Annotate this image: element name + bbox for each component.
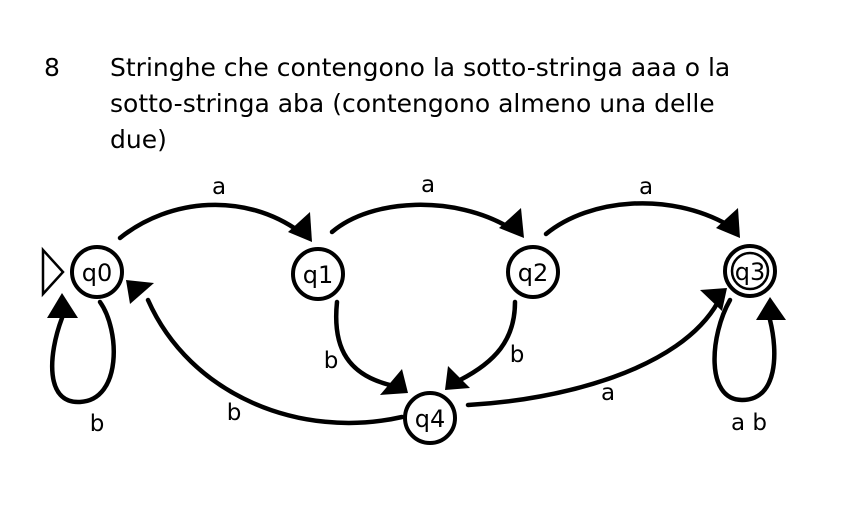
arrowhead-q1-q4 [380,369,408,395]
slide-title: Stringhe che contengono la sotto-stringa… [110,50,800,158]
arrowhead-q1-q2 [499,208,524,238]
initial-state-marker [41,246,65,298]
state-q3: q3 [723,244,777,298]
edge-label-q0-q0: b [90,411,105,437]
arrowhead-q4-q3 [700,288,727,311]
edge-label-q1-q4: b [324,348,339,374]
edge-q4-q3 [465,299,721,408]
edge-label-q2-q3: a [639,174,653,200]
slide-title-line-3: due) [110,125,167,154]
arrowhead-q4-q0 [126,280,154,304]
edge-label-q1-q2: a [421,172,435,198]
state-q3-inner-circle [730,251,770,291]
edge-label-q4-q3: a [601,380,615,406]
state-q0-label: q0 [82,259,113,287]
arrowhead-q0-q1 [288,212,312,242]
edge-q0-q0 [49,299,116,405]
edge-q2-q4 [457,299,518,383]
edge-q0-q1 [117,202,303,241]
edge-q1-q4 [333,299,393,388]
edge-label-q2-q4: b [510,342,525,368]
slide-number: 8 [44,53,60,82]
arrowhead-q2-q4 [445,366,470,390]
edge-q4-q0 [145,297,405,426]
state-q4-label: q4 [415,405,446,433]
state-q1-label: q1 [303,261,334,289]
state-q2-label: q2 [518,259,549,287]
state-q2: q2 [506,245,560,299]
edge-q3-q3 [712,297,777,403]
state-q1: q1 [291,247,345,301]
edge-label-q3-q3: a b [731,410,767,436]
arrowhead-q2-q3 [716,208,740,238]
edge-label-q0-q1: a [212,174,226,200]
state-q0: q0 [70,245,124,299]
edge-label-q4-q0: b [227,400,242,426]
state-q2-circle [506,245,560,299]
slide-title-line-1: Stringhe che contengono la sotto-stringa… [110,53,731,82]
state-q3-label: q3 [735,258,766,286]
edge-q2-q3 [543,201,731,237]
edge-q1-q2 [329,202,513,235]
state-q0-circle [70,245,124,299]
arrowhead-q3-q3 [756,297,786,320]
state-q4: q4 [403,391,457,445]
state-q1-circle [291,247,345,301]
slide-title-line-2: sotto-stringa aba (contengono almeno una… [110,89,715,118]
arrowhead-q0-q0 [47,293,78,318]
state-q4-circle [403,391,457,445]
